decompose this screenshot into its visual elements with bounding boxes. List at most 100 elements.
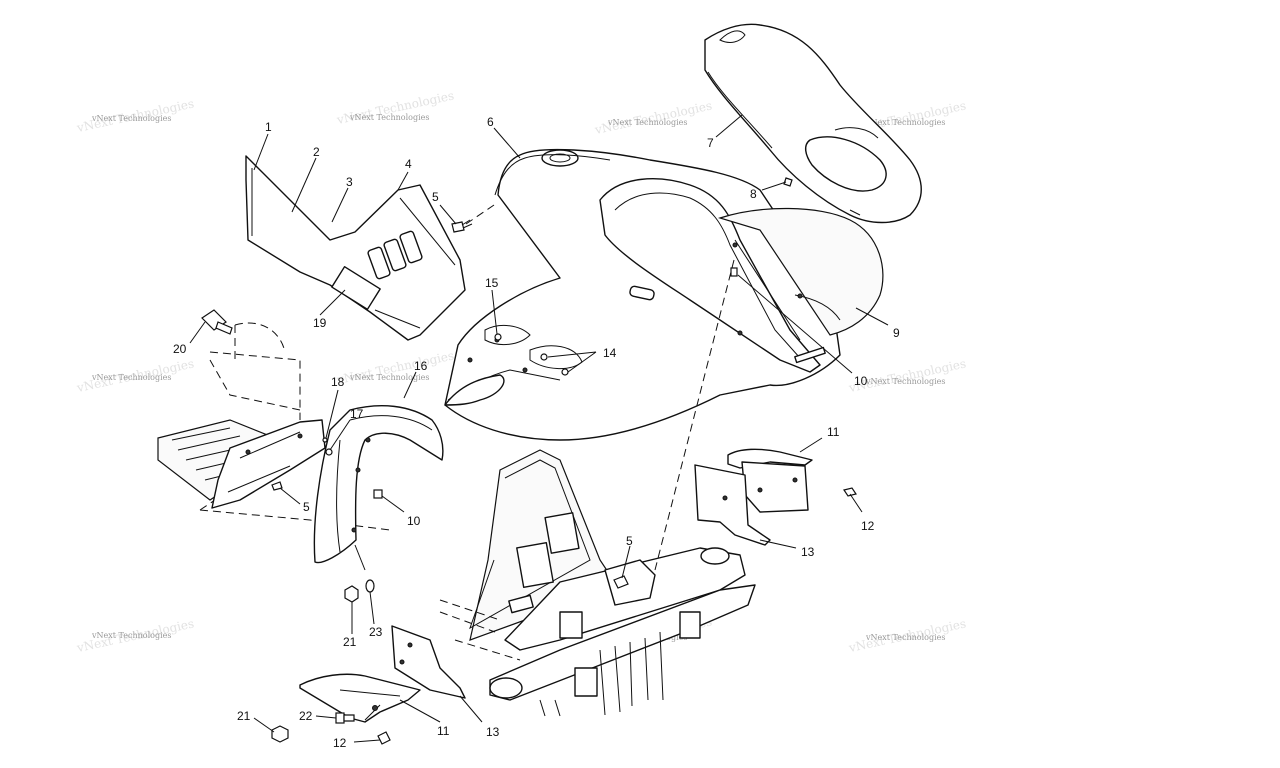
leader-lines bbox=[189, 114, 889, 743]
callout-10-upper: 10 bbox=[854, 374, 868, 388]
leader-13b bbox=[459, 695, 483, 723]
watermark: vNext Technologies bbox=[349, 113, 429, 122]
leader-12b bbox=[353, 739, 381, 743]
seat bbox=[704, 23, 922, 224]
leader-7 bbox=[715, 114, 743, 138]
leader-11a bbox=[799, 437, 823, 453]
watermark: vNext Technologies bbox=[91, 631, 171, 640]
leader-22 bbox=[315, 715, 337, 719]
mud-flap-bracket-right bbox=[741, 461, 809, 513]
fender-flare-edge bbox=[336, 415, 433, 553]
frame-tab bbox=[516, 541, 554, 589]
callout-17: 17 bbox=[350, 407, 364, 421]
leader-10a-dashed bbox=[654, 259, 735, 571]
leader-17 bbox=[329, 419, 351, 451]
callout-5-frame: 5 bbox=[626, 534, 633, 548]
fender-flare bbox=[313, 405, 444, 564]
footwell-base-dashed bbox=[199, 469, 391, 531]
side-panel-plate-19 bbox=[331, 265, 381, 311]
callout-11-lower: 11 bbox=[437, 724, 450, 738]
callout-8: 8 bbox=[750, 187, 757, 201]
frame-mount-right bbox=[700, 547, 730, 565]
fender-cutout-inner bbox=[614, 192, 801, 359]
splash-guard-panel bbox=[211, 419, 326, 509]
callout-20: 20 bbox=[173, 342, 187, 356]
leader-20 bbox=[189, 321, 206, 344]
flap-hole bbox=[399, 659, 405, 665]
front-fender-body bbox=[444, 148, 841, 441]
guard-hole bbox=[245, 449, 251, 455]
rear-fender-hole bbox=[737, 330, 743, 336]
rear-fender-9 bbox=[717, 207, 884, 336]
fuel-filler-opening bbox=[541, 149, 579, 167]
rear-fender-hole bbox=[732, 242, 738, 248]
side-panel-1 bbox=[245, 155, 466, 341]
callout-13-right: 13 bbox=[801, 545, 815, 559]
bolt-22-shank bbox=[343, 714, 355, 722]
nut-21-icon bbox=[344, 585, 359, 603]
callout-21-lower: 21 bbox=[237, 709, 251, 723]
bolt-22-icon bbox=[335, 712, 345, 724]
leader-5c bbox=[621, 545, 631, 579]
callout-3: 3 bbox=[346, 175, 353, 189]
callout-2: 2 bbox=[313, 145, 320, 159]
screw-5-icon bbox=[613, 575, 629, 589]
watermark: vNext Technologies bbox=[865, 633, 945, 642]
callout-12-lower: 12 bbox=[333, 736, 347, 750]
callout-labels: 1 2 3 4 5 6 7 8 9 10 11 12 13 14 15 16 1… bbox=[173, 115, 900, 750]
callout-22: 22 bbox=[299, 709, 313, 723]
leader-19 bbox=[319, 289, 346, 316]
bolt-20-shank bbox=[215, 321, 233, 335]
leader-5b bbox=[279, 487, 301, 505]
callout-9: 9 bbox=[893, 326, 900, 340]
fender-front-edge bbox=[494, 154, 611, 196]
leader-1 bbox=[253, 133, 269, 171]
side-panel-vents bbox=[367, 230, 423, 280]
washer-23-icon bbox=[365, 579, 375, 593]
screw-18-icon bbox=[322, 437, 328, 443]
leader-12a bbox=[849, 493, 863, 513]
guard-hole bbox=[297, 433, 303, 439]
callout-14: 14 bbox=[603, 346, 617, 360]
splash-guard bbox=[211, 419, 326, 509]
callout-12-right: 12 bbox=[861, 519, 875, 533]
rear-fender-hole bbox=[797, 293, 803, 299]
leader-5a bbox=[439, 204, 457, 225]
leader-18 bbox=[325, 389, 339, 439]
frame-mount-left bbox=[489, 677, 523, 699]
leader-13a bbox=[759, 539, 797, 549]
frame-assembly bbox=[439, 449, 756, 717]
frame-hidden-lines bbox=[439, 599, 521, 661]
callout-7: 7 bbox=[707, 136, 714, 150]
seat-edge bbox=[707, 71, 861, 216]
watermark: vNext Technologies bbox=[865, 118, 945, 127]
callout-16: 16 bbox=[414, 359, 428, 373]
seat-pocket bbox=[805, 136, 887, 192]
flap-hole bbox=[372, 705, 378, 711]
screw-5-thread bbox=[461, 219, 473, 229]
flap-hole bbox=[722, 495, 728, 501]
leader-10a bbox=[737, 274, 853, 374]
leader-5a-dashed bbox=[465, 204, 495, 225]
watermark: vNext Technologies bbox=[865, 377, 945, 386]
callout-5-left: 5 bbox=[303, 500, 310, 514]
footwell-tread bbox=[171, 427, 263, 481]
mud-flap-left bbox=[299, 625, 466, 723]
mud-flap-right bbox=[694, 448, 813, 546]
rivet-12-icon bbox=[377, 731, 391, 745]
callout-5-upper: 5 bbox=[432, 190, 439, 204]
mud-flap-13-right bbox=[694, 464, 771, 546]
frame-post-left bbox=[574, 667, 598, 697]
fastener-15-icon bbox=[494, 333, 502, 341]
rear-fender-panel bbox=[717, 207, 884, 341]
frame-lug-5 bbox=[604, 559, 656, 606]
screw-5-icon bbox=[451, 221, 465, 233]
footwell-outline-dashed bbox=[209, 322, 301, 420]
callout-21-upper: 21 bbox=[343, 635, 357, 649]
leader-10b bbox=[381, 495, 405, 513]
side-panel bbox=[245, 155, 466, 341]
flap-hole bbox=[407, 642, 413, 648]
callout-19: 19 bbox=[313, 316, 327, 330]
fender-decal-10 bbox=[794, 346, 826, 364]
leader-15 bbox=[491, 289, 498, 335]
